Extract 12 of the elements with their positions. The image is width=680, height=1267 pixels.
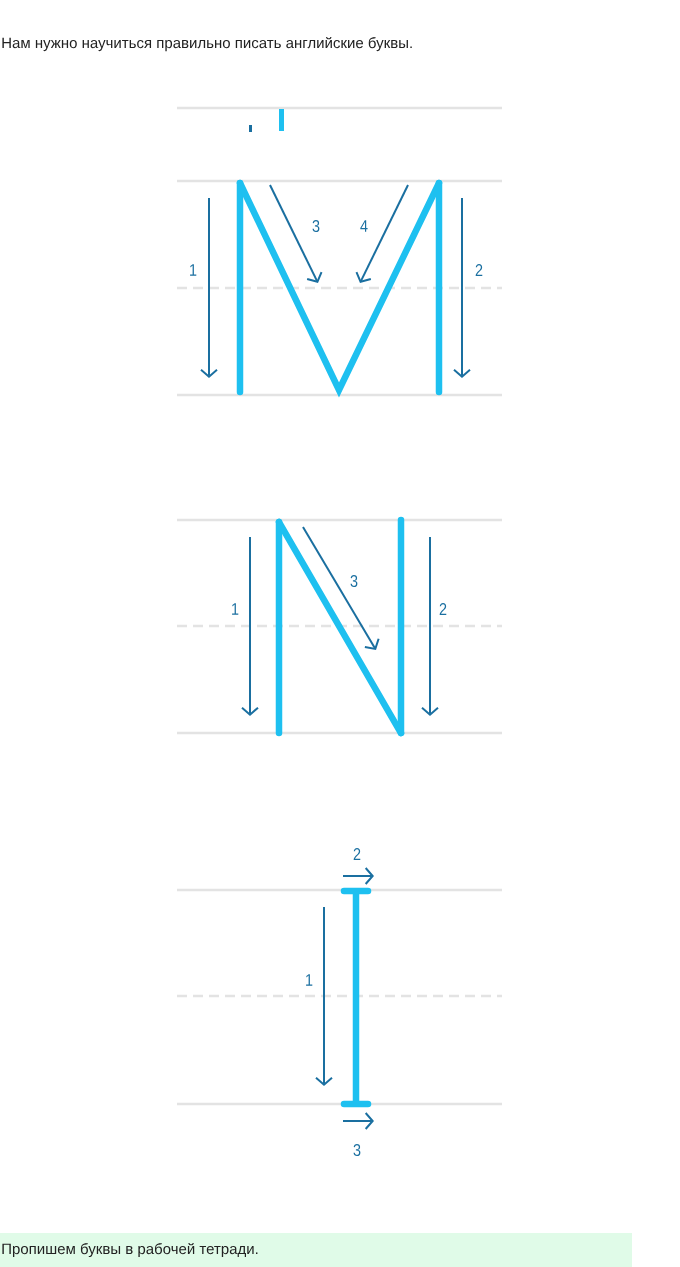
- instruction-text: Нам нужно научиться правильно писать английские буквы.: [2, 36, 412, 52]
- stroke-number: 2: [353, 848, 361, 860]
- stroke-number: 3: [312, 220, 320, 233]
- stroke-number: 4: [360, 220, 368, 232]
- stroke-number: 3: [353, 1144, 361, 1157]
- stroke-number: 2: [475, 264, 483, 276]
- stroke-number: 1: [190, 264, 197, 276]
- instruction-text: Пропишем буквы в рабочей тетради.: [0, 1233, 632, 1267]
- stroke-number: 3: [350, 575, 358, 588]
- stroke-number: 1: [232, 603, 239, 615]
- stroke-number: 1: [306, 974, 313, 986]
- stroke-number: 2: [439, 603, 447, 615]
